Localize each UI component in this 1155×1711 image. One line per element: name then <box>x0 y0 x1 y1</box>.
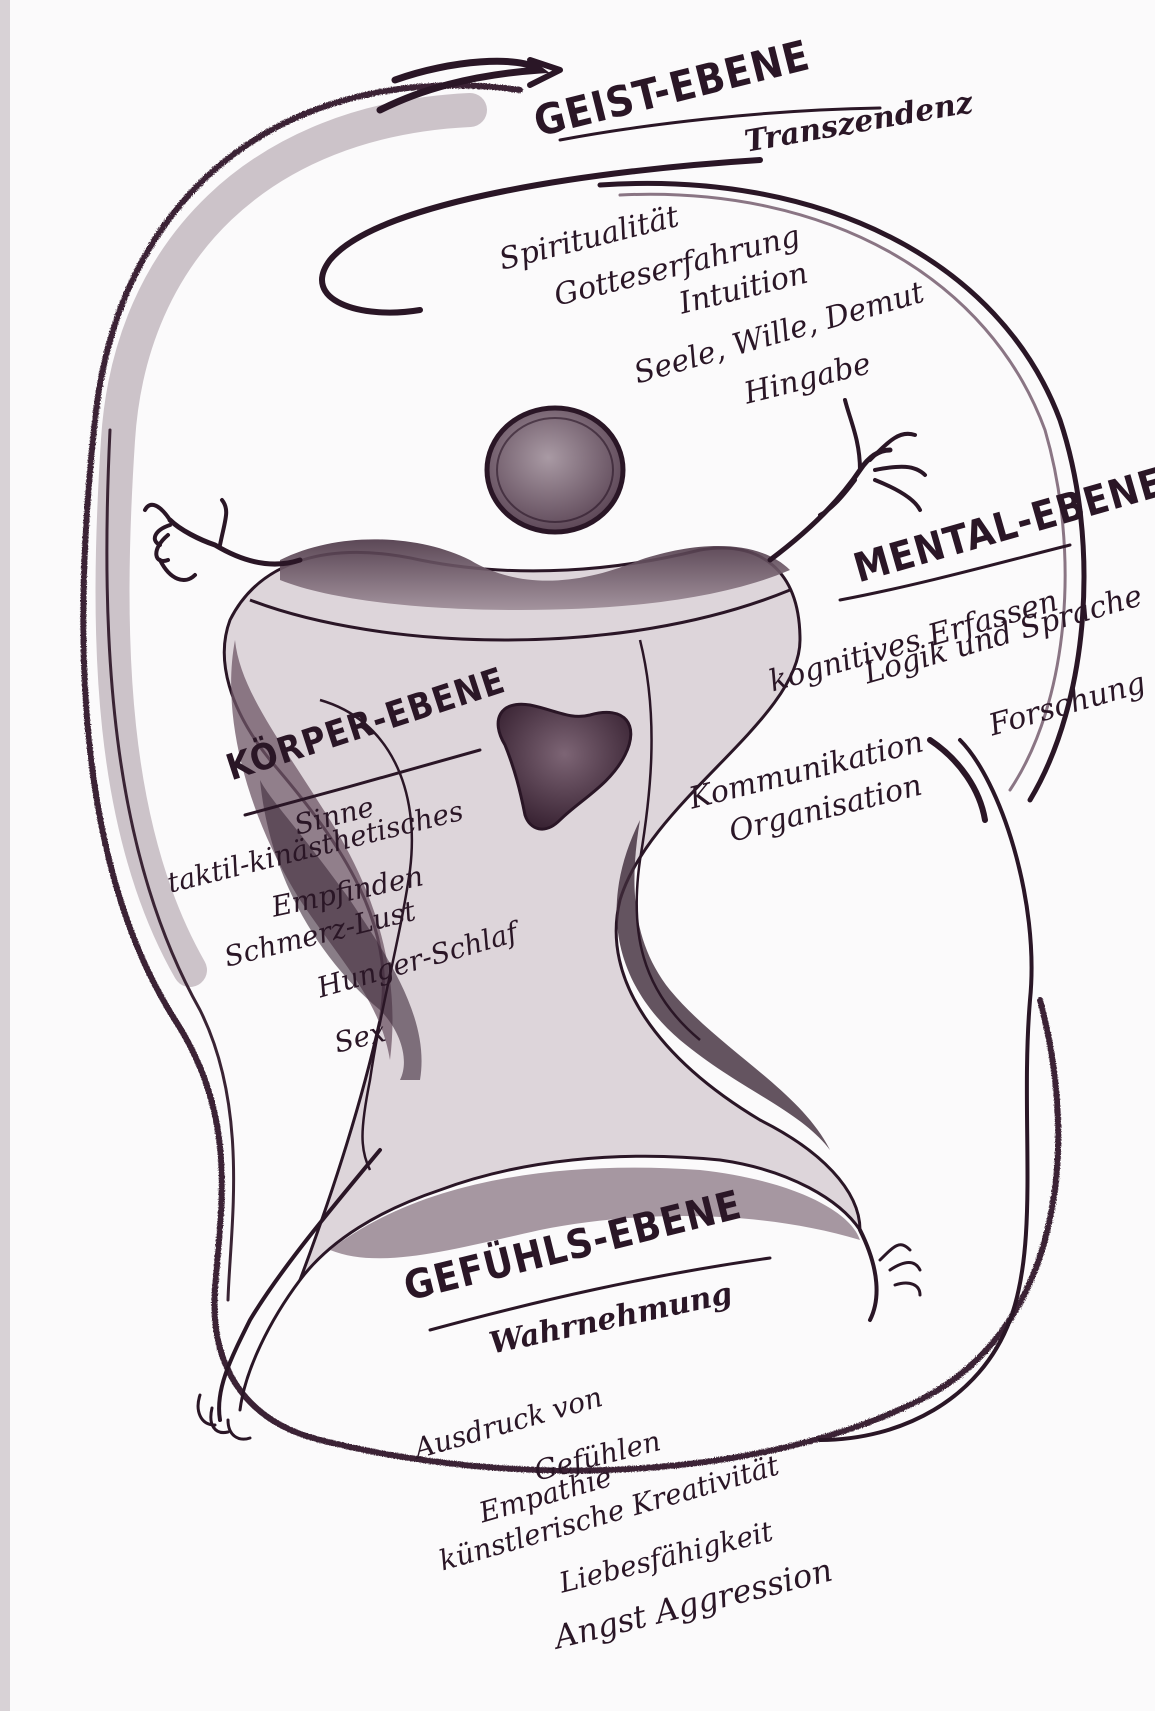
right-leg <box>860 1230 877 1320</box>
scan-edge <box>0 0 10 1711</box>
head <box>487 408 623 532</box>
left-arm <box>170 520 300 564</box>
right-foot <box>880 1245 920 1295</box>
